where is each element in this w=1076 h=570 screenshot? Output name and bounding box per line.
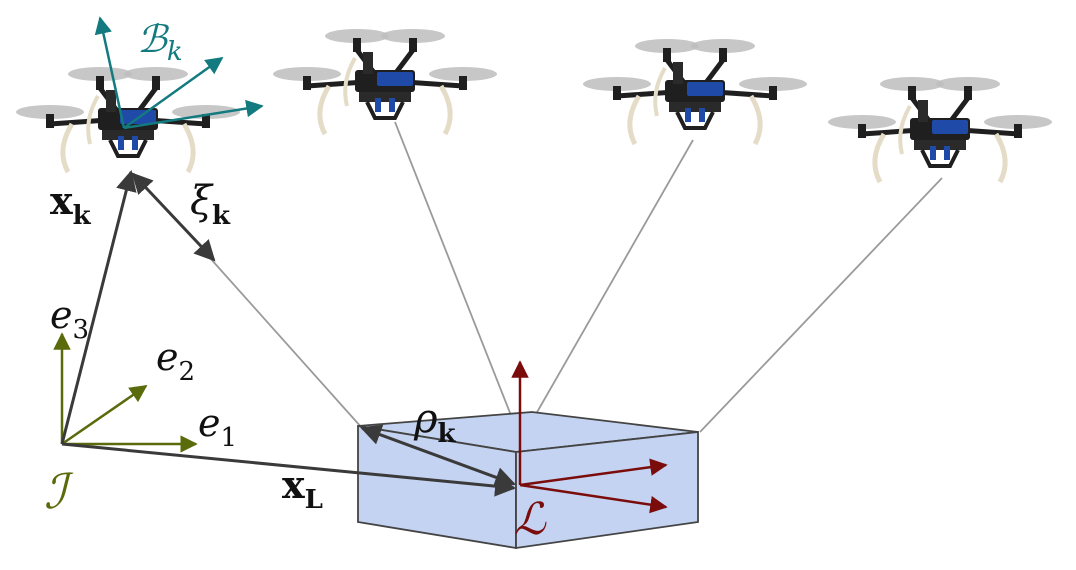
vector-rho-k — [360, 424, 516, 488]
quadrotor-icon — [16, 67, 240, 172]
cable-1 — [209, 257, 363, 429]
inertial-frame-axes — [53, 332, 198, 453]
label-x-L: xL — [282, 462, 323, 515]
load-frame-axes — [511, 360, 668, 514]
label-rho-k: ρk — [413, 396, 457, 449]
label-e1: e1 — [198, 401, 237, 453]
label-e3: e3 — [50, 293, 89, 345]
vector-xi-k — [131, 172, 216, 262]
label-load-frame: ℒ — [514, 494, 547, 545]
label-inertial-frame: ℐ — [44, 464, 74, 520]
vector-x-k — [60, 169, 137, 445]
label-x-k: xk — [50, 178, 92, 231]
body-frame-axes — [94, 16, 264, 130]
quadrotor-icon — [273, 29, 497, 134]
cable-3 — [535, 139, 694, 415]
label-body-frame: ℬk — [137, 17, 183, 67]
quadrotor-icon — [583, 39, 807, 144]
cable-4 — [699, 177, 943, 433]
cable-2 — [394, 121, 517, 429]
label-e2: e2 — [156, 335, 195, 387]
label-xi-k: ξk — [190, 178, 231, 231]
quadrotor-icon — [828, 77, 1052, 182]
